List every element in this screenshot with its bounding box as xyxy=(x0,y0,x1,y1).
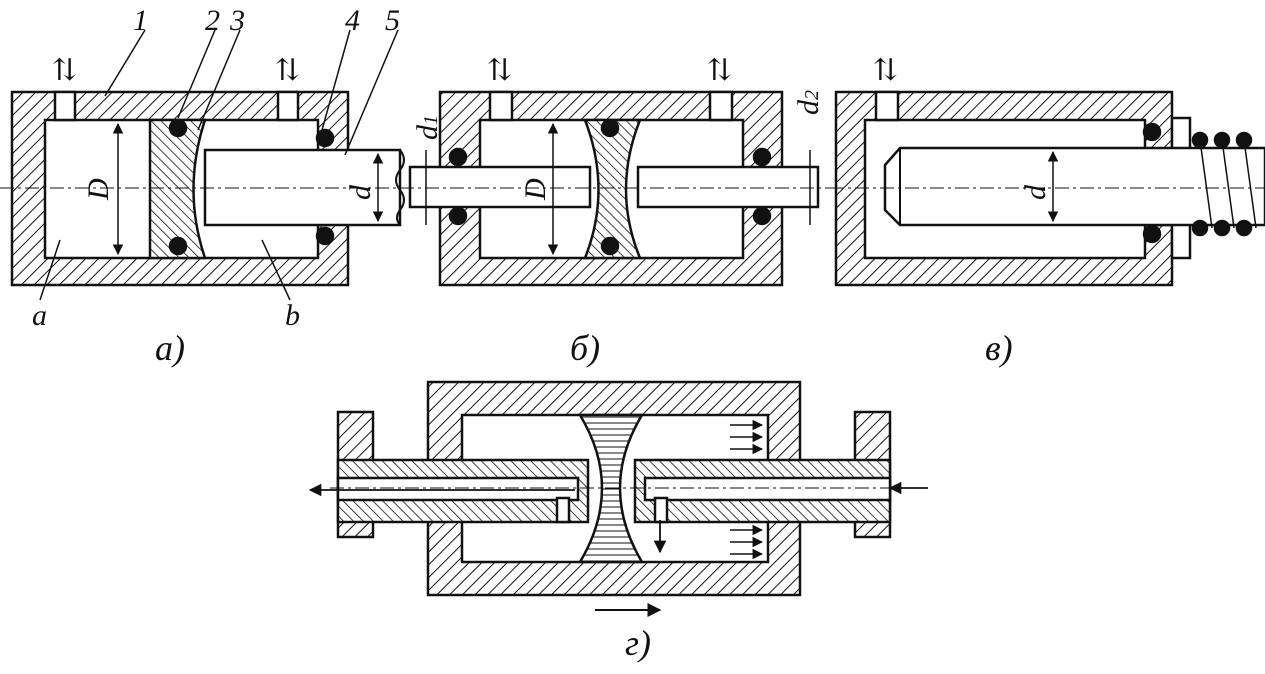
caption-g: г) xyxy=(625,623,651,663)
labels-b: D d1 d2 ⇅ ⇅ б) xyxy=(411,54,825,368)
port-arrows-b-right: ⇅ xyxy=(707,54,732,87)
seal-2-top xyxy=(168,118,188,138)
labels-v: d ⇅ в) xyxy=(873,54,1052,368)
label-1: 1 xyxy=(133,4,148,37)
dim-d-v-label: d xyxy=(1019,184,1052,200)
port-right-a xyxy=(276,90,300,122)
label-5: 5 xyxy=(385,4,400,37)
spring-v xyxy=(1191,131,1257,237)
rod-b-left xyxy=(408,165,592,209)
port-arrows-a-right: ⇅ xyxy=(275,54,300,87)
figure-g xyxy=(308,380,928,617)
figure-a xyxy=(0,29,420,301)
cylinder-body-b xyxy=(438,90,784,287)
dim-D-b-label: D xyxy=(519,178,552,201)
caption-b: б) xyxy=(570,328,600,368)
seal-2-bottom xyxy=(168,236,188,256)
caption-v: в) xyxy=(985,328,1013,368)
figure-b xyxy=(400,90,830,287)
dim-d-a-label: d xyxy=(344,184,377,200)
port-left-a xyxy=(53,90,77,122)
caption-a: а) xyxy=(155,328,185,368)
cylinder-body-a xyxy=(10,90,350,287)
piston-a xyxy=(148,118,207,260)
piston-b xyxy=(583,118,642,260)
seal-4-bottom xyxy=(315,226,335,246)
label-a: a xyxy=(32,299,47,332)
seal-4-top xyxy=(315,128,335,148)
port-arrows-v: ⇅ xyxy=(873,54,898,87)
rod-b-right xyxy=(636,165,820,209)
port-arrows-b-left: ⇅ xyxy=(487,54,512,87)
dim-d1-label: d1 xyxy=(411,115,444,140)
dim-D-a-label: D xyxy=(82,178,115,201)
plunger-v xyxy=(883,146,1265,227)
port-arrows-a-left: ⇅ xyxy=(52,54,77,87)
labels-g: г) xyxy=(625,623,651,663)
label-3: 3 xyxy=(229,4,245,37)
figure-v xyxy=(830,90,1265,287)
label-2: 2 xyxy=(205,4,220,37)
dim-d2-label: d2 xyxy=(792,90,825,115)
labels-a: 1 2 3 4 5 a b D d ⇅ ⇅ а) xyxy=(32,4,400,368)
label-4: 4 xyxy=(345,4,360,37)
label-b: b xyxy=(285,299,300,332)
